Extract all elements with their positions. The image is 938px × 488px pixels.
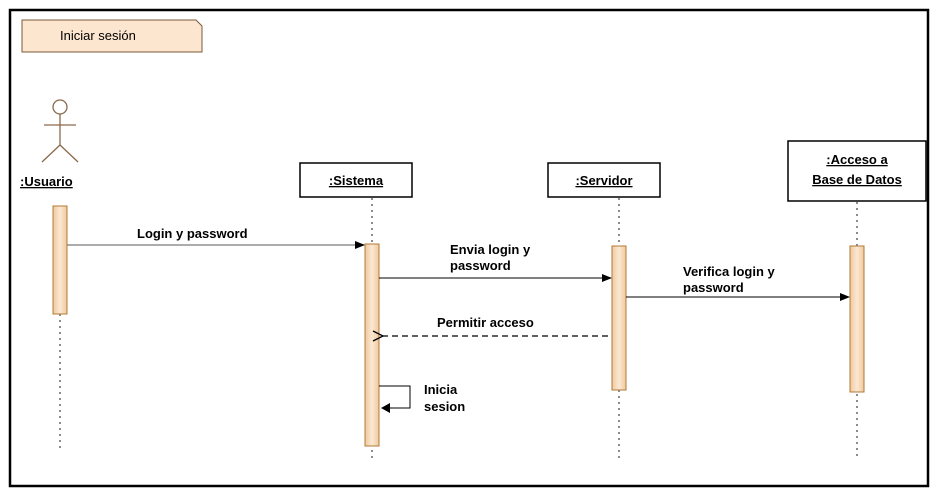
message-verifica: Verifica login y password: [626, 264, 850, 301]
activation-sistema: [364, 243, 380, 447]
message-envia: Envia login y password: [379, 242, 612, 282]
lifeline-acceso-head: :Acceso a Base de Datos: [787, 140, 927, 202]
message-inicia-label-2: sesion: [424, 399, 465, 414]
frame-tab: Iniciar sesión: [21, 19, 203, 53]
lifeline-sistema-head: :Sistema: [299, 162, 413, 198]
message-login-label: Login y password: [137, 226, 248, 241]
message-envia-label-2: password: [450, 258, 511, 273]
actor-label: :Usuario: [20, 174, 73, 189]
activation-usuario: [52, 205, 68, 315]
frame-title: Iniciar sesión: [60, 28, 136, 43]
message-envia-label-1: Envia login y: [450, 242, 531, 257]
actor-usuario: :Usuario: [20, 99, 79, 189]
message-permitir: Permitir acceso: [383, 315, 608, 336]
message-inicia: Inicia sesion: [379, 382, 465, 414]
lifeline-acceso-label-1: :Acceso a: [826, 152, 888, 167]
lifeline-sistema-label: :Sistema: [329, 173, 384, 188]
activation-acceso: [849, 245, 865, 393]
lifeline-servidor-label: :Servidor: [575, 173, 632, 188]
activation-servidor: [611, 245, 627, 391]
lifeline-acceso-label-2: Base de Datos: [812, 172, 902, 187]
message-verifica-label-1: Verifica login y: [683, 264, 776, 279]
message-login: Login y password: [67, 226, 365, 249]
lifeline-servidor-head: :Servidor: [547, 162, 661, 198]
message-permitir-label: Permitir acceso: [437, 315, 534, 330]
actor-head-icon: [52, 99, 68, 115]
message-inicia-label-1: Inicia: [424, 382, 458, 397]
message-verifica-label-2: password: [683, 280, 744, 295]
diagram-frame: [8, 8, 930, 488]
